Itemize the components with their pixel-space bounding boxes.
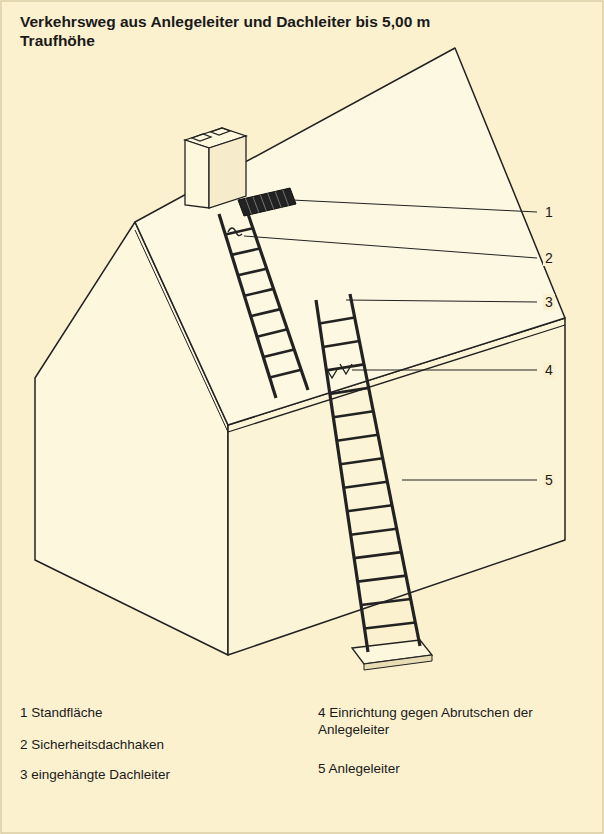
hatch-line <box>283 190 289 206</box>
callout-number: 5 <box>543 472 555 488</box>
verge-edge <box>135 230 228 432</box>
hatch-line <box>260 195 266 211</box>
chimney-front <box>185 140 209 208</box>
leader-line <box>346 300 537 302</box>
key-entry: 4 Einrichtung gegen Abrutschen der Anleg… <box>318 704 588 738</box>
roof-ladder-rung <box>244 289 273 296</box>
roof-ladder-rung <box>270 370 301 378</box>
callout-number: 1 <box>543 204 555 220</box>
hatch-line <box>268 193 274 209</box>
key-entry: 2 Sicherheitsdachhaken <box>20 736 310 753</box>
lean-ladder-rung <box>330 388 369 394</box>
lean-ladder-rung <box>319 317 354 323</box>
lean-ladder-rung <box>358 576 406 582</box>
lean-ladder-rung <box>351 529 397 535</box>
eave-edge <box>228 325 565 432</box>
roof-ladder-rail <box>219 214 276 398</box>
callout-number: 2 <box>543 250 555 266</box>
diagram-title: Verkehrsweg aus Anlegeleiter und Dachlei… <box>20 12 440 50</box>
roof-ladder-rung <box>238 269 267 276</box>
roof-hook <box>228 228 242 236</box>
leader-line <box>292 200 537 212</box>
flue <box>211 128 230 135</box>
lean-ladder-rung <box>344 482 388 488</box>
lean-ladder-rail <box>350 294 420 646</box>
key-entry: 1 Standfläche <box>20 704 310 721</box>
leader-line <box>352 370 537 371</box>
key-entry: 3 eingehängte Dachleiter <box>20 766 310 783</box>
flue <box>192 134 211 141</box>
lean-ladder-rung <box>365 623 416 629</box>
roof-ladder-rung <box>257 329 287 336</box>
leader-line <box>244 236 537 258</box>
ladder-base-side <box>364 655 432 670</box>
roof-ladder-rung <box>263 350 294 358</box>
lean-ladder-rung <box>323 341 359 347</box>
callout-number: 4 <box>543 362 555 378</box>
lean-ladder-rung <box>340 458 382 464</box>
chimney-side <box>209 136 246 208</box>
roof-ladder-rung <box>251 309 281 316</box>
roof-ladder-rung <box>232 248 260 254</box>
lean-ladder-rung <box>337 435 378 441</box>
roof-plane <box>135 48 565 425</box>
lean-ladder-rung <box>347 505 392 511</box>
callout-number: 3 <box>543 294 555 310</box>
hatch-line <box>253 197 259 213</box>
lean-ladder-rung <box>361 599 411 605</box>
key-entry: 5 Anlegeleiter <box>318 760 588 777</box>
lean-ladder-rung <box>354 552 401 558</box>
lean-ladder-rung <box>333 411 373 417</box>
roof-ladder-rail <box>246 208 308 390</box>
hatch-line <box>275 191 281 207</box>
leader-line <box>402 480 537 481</box>
anti-slip-device <box>326 364 352 378</box>
